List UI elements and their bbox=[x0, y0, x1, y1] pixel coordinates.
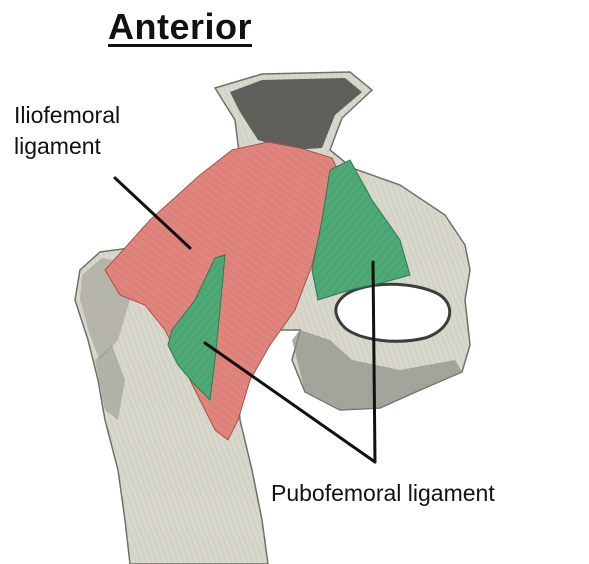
pubofemoral-leader-line-upper bbox=[373, 262, 375, 462]
iliofemoral-label: Iliofemoral ligament bbox=[14, 100, 184, 162]
iliofemoral-label-line1: Iliofemoral bbox=[14, 100, 184, 131]
iliofemoral-label-line2: ligament bbox=[14, 131, 184, 162]
pubofemoral-label: Pubofemoral ligament bbox=[271, 478, 495, 509]
